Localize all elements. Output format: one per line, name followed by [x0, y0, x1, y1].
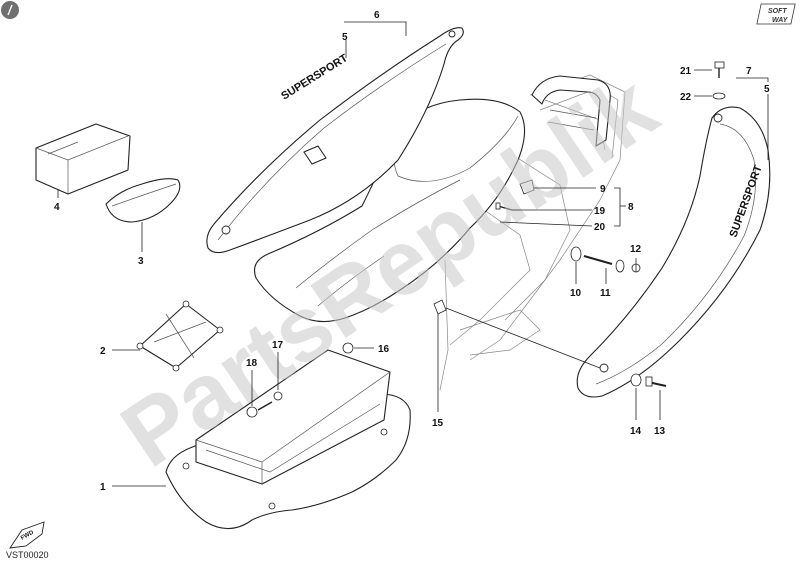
callout-16: 16 — [378, 344, 390, 355]
callout-15: 15 — [432, 418, 444, 429]
callout-5-left: 5 — [342, 32, 348, 43]
softway-logo: SOFT WAY — [756, 3, 796, 25]
callout-7: 7 — [746, 66, 752, 77]
callout-13: 13 — [654, 426, 666, 437]
tail-cover-right: SUPERSPORT — [576, 106, 771, 398]
callout-20: 20 — [594, 222, 606, 233]
callout-21: 21 — [680, 66, 692, 77]
callout-11: 11 — [600, 288, 611, 299]
seat-bracket — [136, 300, 224, 372]
callout-19: 19 — [594, 206, 606, 217]
callout-22: 22 — [680, 92, 692, 103]
callout-1: 1 — [100, 482, 106, 493]
tool-bag — [105, 178, 181, 223]
callout-10: 10 — [570, 288, 582, 299]
diagram-code: VST00020 — [6, 550, 49, 560]
callout-4: 4 — [54, 202, 60, 213]
callout-leaders — [57, 21, 769, 487]
reference-circle-icon — [1, 1, 19, 19]
callout-6: 6 — [374, 10, 380, 21]
callout-numbers: 6 5 7 5 21 22 9 8 19 20 12 10 11 14 13 1… — [54, 10, 770, 493]
seat — [253, 98, 526, 323]
hardware — [246, 61, 726, 418]
svg-text:SOFT: SOFT — [768, 8, 787, 15]
callout-14: 14 — [630, 426, 642, 437]
callout-8: 8 — [628, 202, 634, 213]
callout-12: 12 — [630, 244, 642, 255]
callout-2: 2 — [100, 346, 106, 357]
callout-9: 9 — [600, 184, 606, 195]
supersport-decal-left: SUPERSPORT — [279, 52, 350, 102]
grab-rail — [531, 75, 611, 147]
undertray — [165, 349, 411, 530]
owners-manual — [35, 123, 131, 195]
callout-5-right: 5 — [764, 84, 770, 95]
callout-17: 17 — [272, 340, 284, 351]
svg-text:WAY: WAY — [772, 17, 789, 24]
callout-18: 18 — [246, 358, 258, 369]
forward-arrow-icon: FWD — [9, 521, 45, 549]
callout-3: 3 — [138, 256, 144, 267]
